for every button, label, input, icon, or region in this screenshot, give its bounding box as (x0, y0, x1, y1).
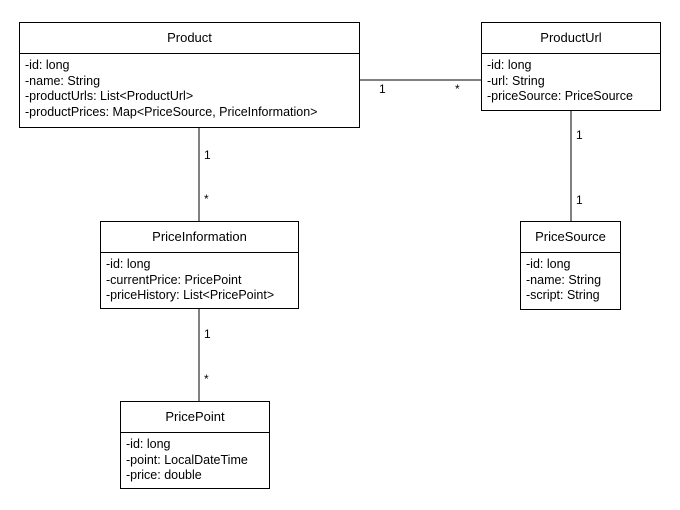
attribute: -name: String (526, 272, 602, 287)
class-priceinformation[interactable]: PriceInformation -id: long -currentPrice… (100, 221, 299, 309)
multiplicity-producturl-pricesource-source: 1 (576, 128, 583, 142)
attribute-list: -id: long -name: String -script: String (521, 253, 620, 304)
multiplicity-priceinformation-pricepoint-source: 1 (204, 327, 211, 341)
attribute: -name: String (25, 73, 101, 88)
class-producturl[interactable]: ProductUrl -id: long -url: String -price… (481, 22, 661, 111)
class-name: ProductUrl (482, 23, 660, 54)
attribute: -point: LocalDateTime (126, 452, 248, 467)
multiplicity-product-priceinformation-source: 1 (204, 148, 211, 162)
attribute: -script: String (526, 288, 600, 302)
attribute: -productPrices: Map<PriceSource, PriceIn… (25, 104, 318, 119)
attribute: -productUrls: List<ProductUrl> (25, 89, 194, 103)
attribute: -priceSource: PriceSource (487, 89, 633, 103)
attribute: -id: long (487, 58, 532, 72)
multiplicity-producturl-pricesource-target: 1 (576, 193, 583, 207)
attribute: -url: String (487, 73, 545, 88)
class-name: Product (20, 23, 359, 54)
attribute-list: -id: long -currentPrice: PricePoint -pri… (101, 253, 298, 304)
class-pricesource[interactable]: PriceSource -id: long -name: String -scr… (520, 221, 621, 310)
attribute: -id: long (25, 58, 70, 72)
multiplicity-product-priceinformation-target: * (204, 192, 209, 206)
attribute: -id: long (126, 437, 171, 451)
class-name: PriceSource (521, 222, 620, 253)
attribute: -currentPrice: PricePoint (106, 272, 242, 287)
multiplicity-priceinformation-pricepoint-target: * (204, 372, 209, 386)
multiplicity-product-producturl-source: 1 (379, 82, 386, 96)
class-product[interactable]: Product -id: long -name: String -product… (19, 22, 360, 128)
attribute: -price: double (126, 468, 202, 482)
attribute-list: -id: long -url: String -priceSource: Pri… (482, 54, 660, 105)
attribute: -priceHistory: List<PricePoint> (106, 288, 275, 302)
attribute-list: -id: long -name: String -productUrls: Li… (20, 54, 359, 120)
class-name: PricePoint (121, 402, 269, 433)
attribute: -id: long (106, 257, 151, 271)
multiplicity-product-producturl-target: * (455, 82, 460, 96)
attribute: -id: long (526, 257, 571, 271)
class-name: PriceInformation (101, 222, 298, 253)
attribute-list: -id: long -point: LocalDateTime -price: … (121, 433, 269, 484)
class-pricepoint[interactable]: PricePoint -id: long -point: LocalDateTi… (120, 401, 270, 489)
